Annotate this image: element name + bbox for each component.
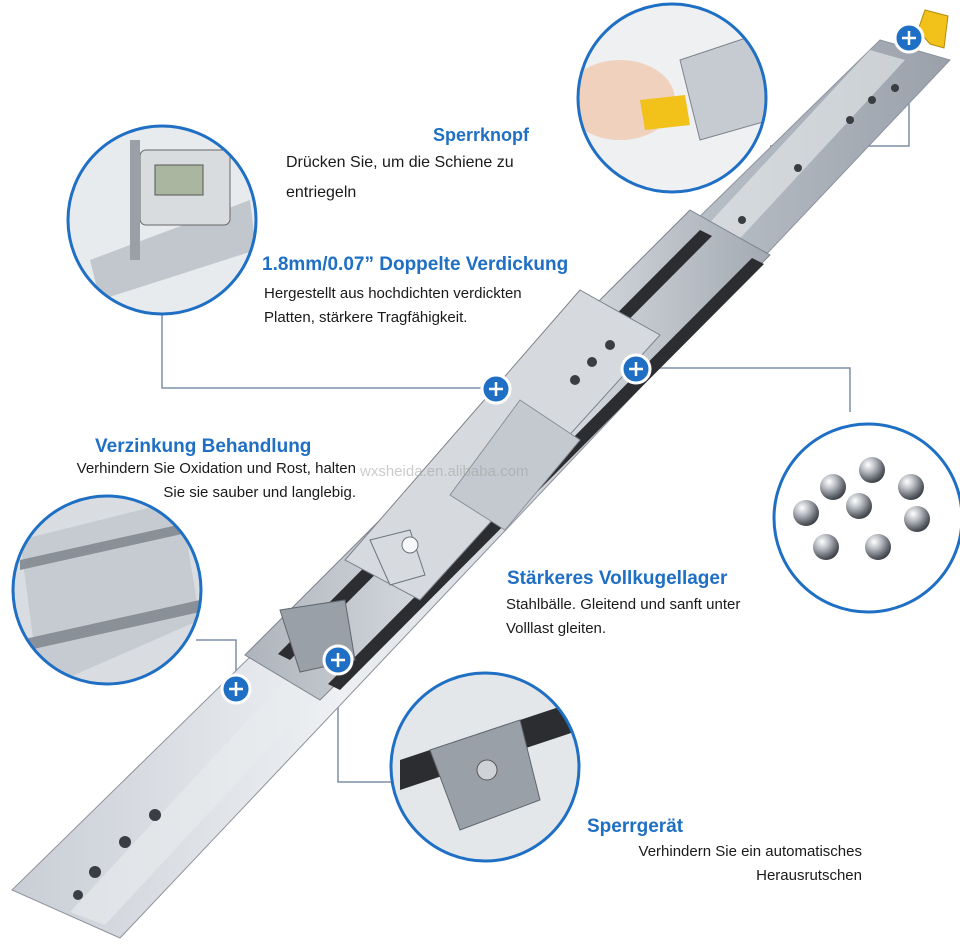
zinc-description: Verhindern Sie Oxidation und Rost, halte… xyxy=(10,457,356,505)
thickness-line-2: Platten, stärkere Tragfähigkeit. xyxy=(264,309,468,326)
lock-device-title: Sperrgerät xyxy=(587,816,684,837)
plus-circle-icon xyxy=(480,373,512,405)
lock-device-description: Verhindern Sie ein automatisches Herausr… xyxy=(560,840,862,888)
plus-marker-ball-bearing[interactable] xyxy=(620,353,652,385)
detail-circle-lock-button xyxy=(576,2,768,194)
plus-marker-lock-button[interactable] xyxy=(893,22,925,54)
lock-button-title: Sperrknopf xyxy=(433,125,530,145)
ball-bearing-description: Stahlbälle. Gleitend und sanft unter Vol… xyxy=(506,593,740,641)
detail-circle-caliper xyxy=(66,124,258,316)
plus-circle-icon xyxy=(220,673,252,705)
detail-circle-ball-bearing xyxy=(772,422,960,614)
plus-circle-icon xyxy=(620,353,652,385)
lock-button-line-1: Drücken Sie, um die Schiene zu xyxy=(286,154,514,171)
ball-bearing-line-2: Volllast gleiten. xyxy=(506,620,607,637)
plus-marker-thickness[interactable] xyxy=(480,373,512,405)
thickness-title: 1.8mm/0.07” Doppelte Verdickung xyxy=(262,254,569,275)
detail-circle-zinc xyxy=(11,494,203,686)
plus-circle-icon xyxy=(322,644,354,676)
plus-marker-lock-device[interactable] xyxy=(322,644,354,676)
ball-bearing-line-1: Stahlbälle. Gleitend und sanft unter xyxy=(506,596,741,613)
thickness-description: Hergestellt aus hochdichten verdickten P… xyxy=(264,282,522,330)
thickness-line-1: Hergestellt aus hochdichten verdickten xyxy=(264,285,522,302)
zinc-title: Verzinkung Behandlung xyxy=(95,436,312,457)
plus-marker-zinc[interactable] xyxy=(220,673,252,705)
inner-rail xyxy=(344,289,661,601)
lock-device-line-2: Herausrutschen xyxy=(756,867,862,884)
lock-button-description: Drücken Sie, um die Schiene zu entriegel… xyxy=(286,148,514,208)
lock-button-line-2: entriegeln xyxy=(286,184,357,201)
plus-circle-icon xyxy=(893,22,925,54)
ball-bearing-title: Stärkeres Vollkugellager xyxy=(507,568,728,589)
zinc-line-2: Sie sie sauber und langlebig. xyxy=(163,484,356,501)
lock-device-line-1: Verhindern Sie ein automatisches xyxy=(638,843,862,860)
zinc-line-1: Verhindern Sie Oxidation und Rost, halte… xyxy=(76,460,356,477)
detail-circle-lock-device xyxy=(389,671,581,863)
rail-holes xyxy=(73,84,899,900)
watermark: wxsheida.en.alibaba.com xyxy=(360,463,529,480)
